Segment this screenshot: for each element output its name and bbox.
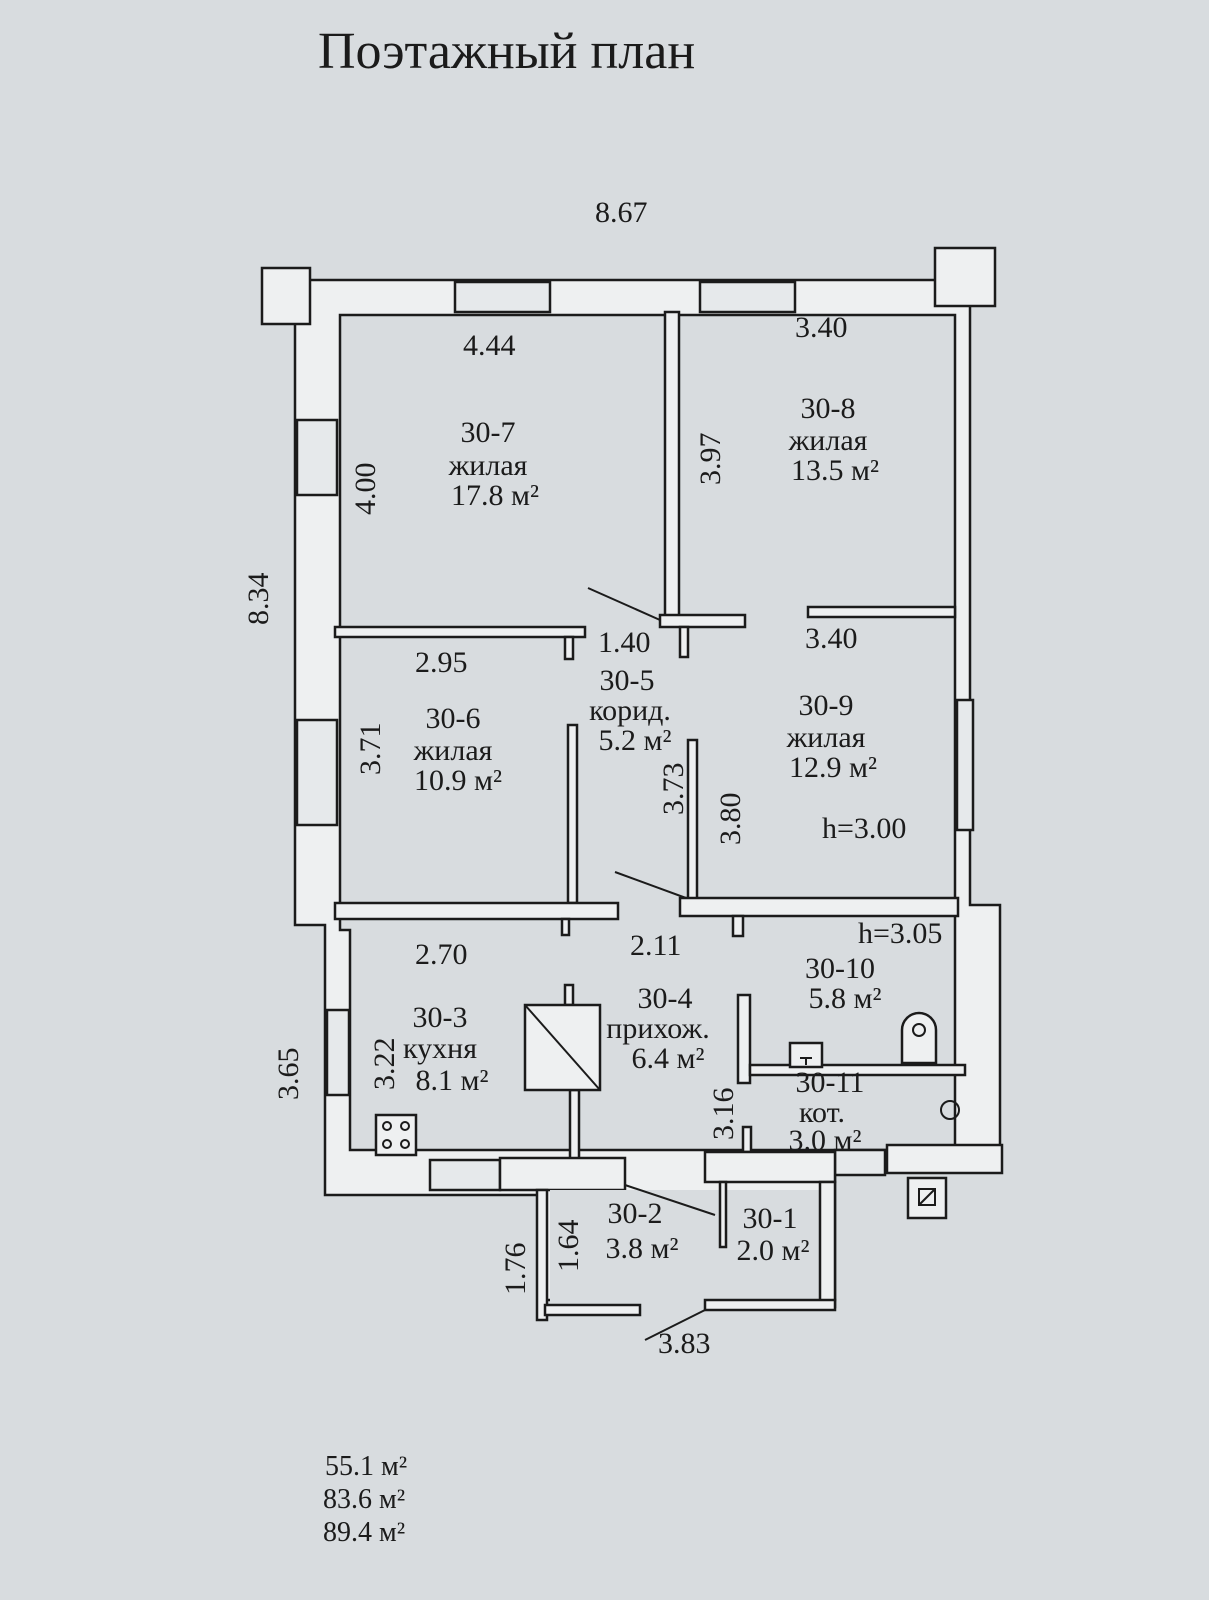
dim: 3.71 <box>354 723 387 776</box>
room-type: жилая <box>786 721 866 754</box>
room-area: 3.8 м² <box>606 1232 679 1265</box>
room-id: 30-4 <box>638 982 693 1015</box>
dim: 2.11 <box>630 929 681 962</box>
dim: 3.16 <box>707 1088 740 1141</box>
room-labels: 30-7 жилая 17.8 м² 30-8 жилая 13.5 м² 30… <box>403 392 882 1267</box>
plan-title: Поэтажный план <box>318 23 695 80</box>
toilet-icon <box>900 1011 938 1065</box>
room-id: 30-9 <box>799 689 854 722</box>
dim: 3.80 <box>714 793 747 846</box>
room-area: 3.0 м² <box>789 1124 862 1157</box>
room-id: 30-3 <box>413 1001 468 1034</box>
room-type: жилая <box>413 734 493 767</box>
room-id: 30-5 <box>600 664 655 697</box>
room-id: 30-8 <box>801 392 856 425</box>
room-area: 12.9 м² <box>789 751 877 784</box>
dim: 2.95 <box>415 646 468 679</box>
room-area: 5.2 м² <box>599 724 672 757</box>
dim: 2.70 <box>415 938 468 971</box>
dim: 1.64 <box>552 1220 585 1273</box>
vestibule-walls <box>535 1180 837 1322</box>
room-id: 30-11 <box>796 1066 865 1099</box>
corner-pilaster <box>260 266 312 326</box>
dim: 4.00 <box>349 463 382 516</box>
dim-overall-height: 8.34 <box>242 573 275 626</box>
room-type: кот. <box>799 1096 845 1129</box>
chimney-icon <box>906 1176 948 1220</box>
dim-lower-height: 3.65 <box>272 1048 305 1101</box>
dim: 3.83 <box>658 1327 711 1360</box>
total-area: 55.1 м² <box>325 1451 407 1482</box>
dim: 3.73 <box>657 763 690 816</box>
room-id: 30-2 <box>608 1197 663 1230</box>
windows <box>295 280 975 1192</box>
room-area: 17.8 м² <box>451 479 539 512</box>
dim: 4.44 <box>463 329 516 362</box>
dim: 3.40 <box>805 622 858 655</box>
room-area: 10.9 м² <box>414 764 502 797</box>
dim: 3.22 <box>368 1038 401 1091</box>
room-area: 6.4 м² <box>632 1042 705 1075</box>
room-area: 2.0 м² <box>737 1234 810 1267</box>
room-type: прихож. <box>606 1012 709 1045</box>
dim: 1.40 <box>598 626 651 659</box>
room-type: кухня <box>403 1032 477 1065</box>
room-type: жилая <box>448 449 528 482</box>
sink-icon <box>788 1041 824 1069</box>
room-area: 5.8 м² <box>809 982 882 1015</box>
stove-heater-icon <box>523 1003 602 1092</box>
room-type: корид. <box>589 694 671 727</box>
corner-pilaster <box>933 246 997 308</box>
dim: 3.97 <box>694 433 727 486</box>
room-id: 30-6 <box>426 702 481 735</box>
door-swings <box>587 587 716 1341</box>
room-id: 30-10 <box>805 952 875 985</box>
room-id: 30-7 <box>461 416 516 449</box>
ceiling-height: h=3.00 <box>822 812 906 845</box>
boiler-icon <box>940 1100 960 1120</box>
dim: 1.76 <box>499 1243 532 1296</box>
dim-overall-width: 8.67 <box>595 196 648 229</box>
interior-walls <box>333 310 1004 1192</box>
dim: 3.40 <box>795 311 848 344</box>
cooktop-icon <box>374 1113 418 1157</box>
room-area: 13.5 м² <box>791 454 879 487</box>
area-totals: 55.1 м² 83.6 м² 89.4 м² <box>323 1451 407 1548</box>
ceiling-height: h=3.05 <box>858 917 942 950</box>
total-area: 83.6 м² <box>323 1484 405 1515</box>
dimensions: 8.67 8.34 3.65 4.44 4.00 3.40 3.97 2.95 … <box>242 196 942 1360</box>
total-area: 89.4 м² <box>323 1517 405 1548</box>
room-area: 8.1 м² <box>416 1064 489 1097</box>
room-type: жилая <box>788 424 868 457</box>
room-id: 30-1 <box>743 1202 798 1235</box>
